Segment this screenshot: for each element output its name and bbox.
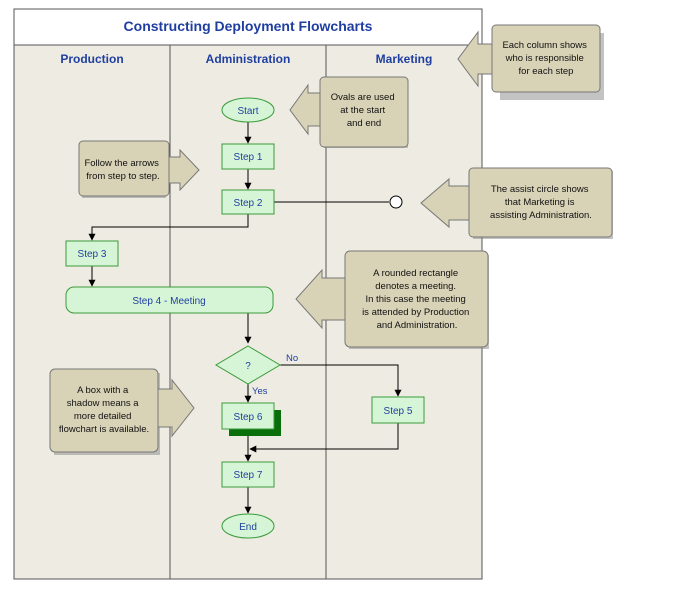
callout-arrows-line-2: from step to step. [86,171,159,182]
decision-diamond [215,345,281,385]
callout-ovals-line-3: and end [347,118,381,129]
svg-text:Each column shows who is: Each column shows who is responsible for… [502,40,589,77]
column-production: Production [60,52,123,66]
edge-step5-merge [249,423,399,453]
svg-text:Ovals are used at the st: Ovals are used at the start and end [331,92,398,129]
callout-assist-line-2: that Marketing is [505,197,575,208]
column-administration: Administration [206,52,291,66]
callout-ovals-line-2: at the start [340,105,385,116]
callout-columns: Each column shows who is responsible for… [457,24,604,100]
step-5-label: Step 5 [384,406,413,417]
start-oval [221,97,275,123]
diagram-title: Constructing Deployment Flowcharts [124,18,373,34]
callout-meeting-line-2: denotes a meeting. [375,281,456,292]
end-oval [221,513,275,539]
step-2-label: Step 2 [234,198,263,209]
callout-columns-line-2: who is responsible [505,53,584,64]
callout-meeting: A rounded rectangle denotes a meeting. I… [295,250,489,349]
step-3-label: Step 3 [78,249,107,260]
step-6-label: Step 6 [234,412,263,423]
callout-meeting-line-1: A rounded rectangle [373,268,458,279]
edge-decision-step5-no [280,364,402,397]
svg-text:A rounded rectangle deno: A rounded rectangle denotes a meeting. I… [362,268,472,331]
column-marketing: Marketing [376,52,433,66]
step-2-box [221,189,275,215]
callout-meeting-line-3: In this case the meeting [366,294,466,305]
edge-step2-step3 [88,214,249,241]
step-4-label: Step 4 - Meeting [132,296,205,307]
callout-arrows: Follow the arrows from step to step. [78,140,200,198]
callout-assist: The assist circle shows that Marketing i… [420,167,613,239]
assist-circle [389,195,403,209]
callout-meeting-line-4: is attended by Production [362,307,469,318]
step-1-label: Step 1 [234,152,263,163]
step-7-box [221,461,275,488]
decision-label: ? [245,361,251,372]
start-label: Start [237,106,258,117]
end-label: End [239,522,257,533]
callout-shadow-line-1: A box with a [77,385,129,396]
step-3-box [65,240,119,267]
svg-text:Follow the arrows from s: Follow the arrows from step to step. [84,158,161,182]
callout-arrows-line-1: Follow the arrows [84,158,159,169]
edge-label-no: No [286,353,298,364]
step-5-box [371,396,425,424]
callout-ovals: Ovals are used at the start and end [289,76,409,148]
callout-shadow-line-3: more detailed [74,411,132,422]
callout-columns-line-3: for each step [519,66,574,77]
callout-shadow-line-2: shadow means a [67,398,140,409]
step-6-box [221,402,275,430]
svg-text:A box with a shadow mean: A box with a shadow means a more detaile… [59,385,149,435]
step-1-box [221,143,275,170]
callout-ovals-line-1: Ovals are used [331,92,395,103]
callout-shadow-line-4: flowchart is available. [59,424,149,435]
edge-label-yes: Yes [252,386,268,397]
callout-assist-line-3: assisting Administration. [490,210,592,221]
step-7-label: Step 7 [234,470,263,481]
callout-assist-line-1: The assist circle shows [491,184,589,195]
title-bar [13,8,483,46]
callout-shadow: A box with a shadow means a more detaile… [49,368,195,455]
callout-meeting-line-5: and Administration. [377,320,458,331]
step-4-meeting-box [65,286,274,314]
svg-text:The assist circle shows: The assist circle shows that Marketing i… [490,184,592,221]
callout-columns-line-1: Each column shows [502,40,587,51]
